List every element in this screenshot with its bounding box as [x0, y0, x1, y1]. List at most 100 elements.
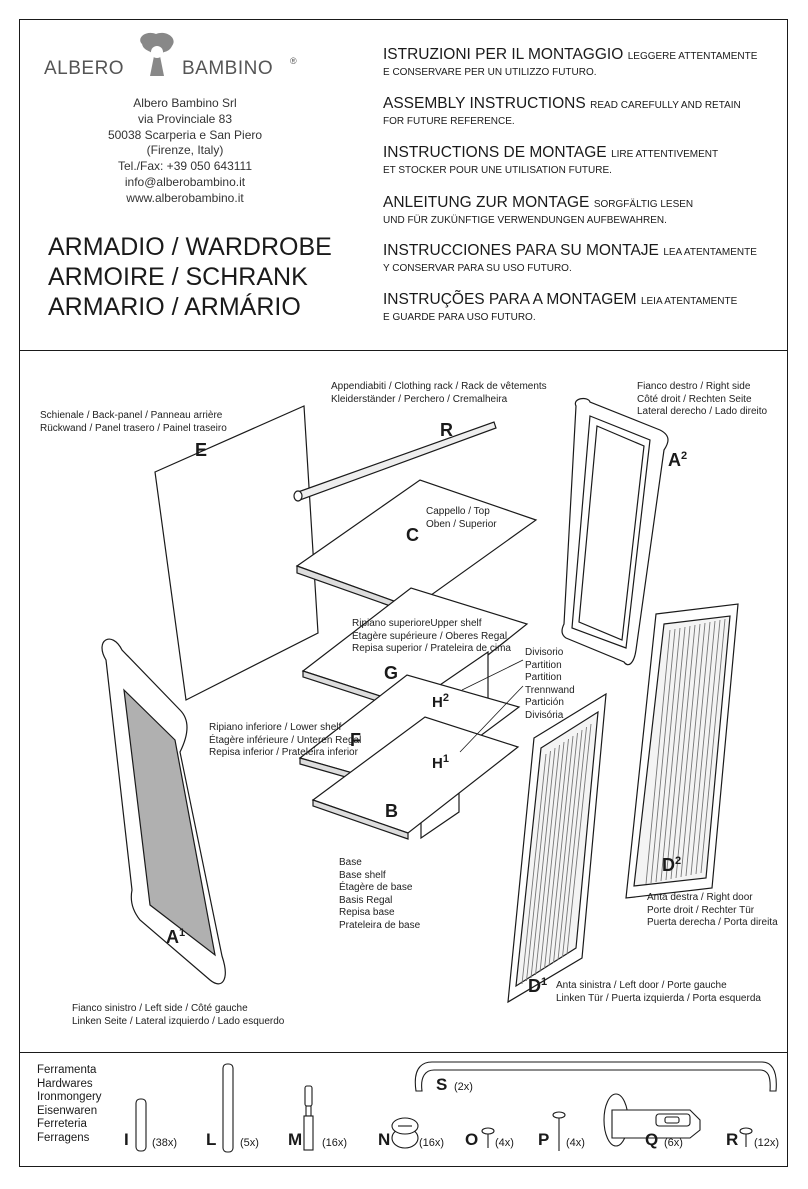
clothing-rack-label: Appendiabiti / Clothing rack / Rack de v…	[331, 381, 547, 405]
hw-letter-q: Q	[645, 1130, 659, 1149]
hw-letter-m: M	[288, 1130, 303, 1149]
part-letter-h1: H1	[432, 753, 449, 772]
left-side-label: Fianco sinistro / Left side / Côté gauch…	[72, 1003, 285, 1027]
hw-count-s: (2x)	[454, 1081, 473, 1093]
part-letter-g: G	[384, 663, 399, 683]
screw-icon	[552, 1111, 566, 1151]
instruction-de: ANLEITUNG ZUR MONTAGE sorgfältig lesenun…	[383, 194, 694, 226]
door-slat	[530, 747, 556, 979]
title-line: ARMARIO / ARMÁRIO	[48, 293, 301, 321]
part-letter-a2: A2	[668, 450, 688, 470]
logo-text-right: BAMBINO	[182, 58, 274, 79]
back-panel-label: Schienale / Back-panel / Panneau arrière…	[40, 410, 227, 434]
logo-text-left: ALBERO	[44, 58, 125, 79]
instruction-fr: INSTRUCTIONS DE MONTAGE lire attentiveme…	[383, 144, 719, 176]
partition-leader-1	[461, 659, 524, 691]
door-slat	[655, 627, 681, 883]
top-label: Cappello / Top Oben / Superior	[426, 506, 497, 530]
hw-letter-n: N	[378, 1130, 391, 1149]
hw-letter-i: I	[124, 1130, 129, 1149]
door-slat	[544, 738, 569, 970]
part-letter-r: R	[440, 420, 453, 440]
part-letter-e: E	[195, 440, 208, 460]
cam-lock-icon	[391, 1117, 419, 1149]
short-screw-icon	[739, 1127, 753, 1147]
back-panel-shape	[154, 405, 319, 701]
door-slat	[665, 625, 691, 881]
door-slat	[539, 741, 565, 973]
hw-letter-r: R	[726, 1130, 739, 1149]
page-title: ARMADIO / WARDROBE ARMOIRE / SCHRANK ARM…	[48, 232, 348, 322]
instruction-en: ASSEMBLY INSTRUCTIONS Read carefully and…	[383, 95, 741, 127]
website-link[interactable]: www.alberobambino.it	[126, 190, 244, 205]
title-line: ARMADIO / WARDROBE	[48, 233, 332, 261]
hw-count-q: (6x)	[664, 1137, 683, 1149]
lower-shelf-label: Ripiano inferiore / Lower shelf Étagère …	[209, 722, 362, 758]
door-slat	[685, 621, 711, 877]
cam-bolt-icon	[303, 1085, 314, 1151]
door-slat	[557, 729, 583, 961]
partition-leader-2	[459, 685, 524, 753]
left-door-label: Anta sinistra / Left door / Porte gauche…	[556, 980, 761, 1004]
door-slat	[695, 619, 721, 875]
hw-letter-s: S	[436, 1075, 448, 1094]
right-side-label: Fianco destro / Right side Côté droit / …	[637, 381, 768, 417]
tree-child-logo-icon	[140, 32, 174, 76]
door-slat	[680, 622, 706, 878]
part-letter-f: F	[350, 730, 361, 750]
instructions-block: ISTRUZIONI PER IL MONTAGGIO Leggere atte…	[383, 46, 778, 323]
door-slat	[553, 732, 578, 964]
long-dowel-icon	[222, 1063, 234, 1153]
hw-letter-o: O	[465, 1130, 479, 1149]
instruction-pt: INSTRUÇÕES PARA A MONTAGEM leia atentame…	[383, 291, 738, 323]
registered-mark: ®	[290, 56, 297, 66]
base-shelf-label: Base Base shelf Étagère de base Basis Re…	[339, 857, 421, 931]
right-side-panel-shape	[561, 397, 669, 666]
handle-icon	[414, 1061, 777, 1092]
door-slat	[660, 626, 686, 882]
part-letter-c: C	[406, 525, 419, 545]
upper-shelf-label: Ripiano superioreUpper shelf Étagère sup…	[352, 618, 511, 654]
partition-label: Divisorio Partition Partition Trennwand …	[525, 647, 575, 721]
page-frame	[19, 19, 788, 1167]
hw-letter-p: P	[538, 1130, 550, 1149]
door-slat	[670, 624, 696, 880]
hw-count-p: (4x)	[566, 1137, 585, 1149]
hw-count-n: (16x)	[419, 1137, 445, 1149]
header-divider	[19, 350, 788, 351]
door-slat	[675, 623, 701, 879]
door-slat	[521, 753, 547, 985]
address-line: Albero Bambino Srl	[133, 96, 237, 110]
clothing-rack-shape	[293, 421, 497, 502]
brand-logo: ALBERO BAMBINO ®	[44, 32, 297, 92]
small-screw-icon	[481, 1127, 495, 1148]
door-slat	[690, 620, 716, 876]
instruction-es: INSTRUCCIONES PARA SU MONTAJE lea atenta…	[383, 242, 757, 274]
hw-letter-l: L	[206, 1130, 217, 1149]
title-line: ARMOIRE / SCHRANK	[48, 263, 308, 291]
hw-count-l: (5x)	[240, 1137, 259, 1149]
part-letter-b: B	[385, 801, 398, 821]
door-slat	[535, 744, 560, 976]
door-slat	[650, 628, 676, 884]
hinge-icon	[603, 1093, 701, 1147]
email-link[interactable]: info@alberobambino.it	[124, 174, 246, 189]
address-line: via Provinciale 83	[137, 111, 233, 126]
part-letter-h2: H2	[432, 692, 449, 711]
door-slat	[526, 750, 551, 982]
right-door-label: Anta destra / Right door Porte droit / R…	[647, 892, 778, 928]
door-slat	[700, 618, 726, 874]
left-side-panel-shape	[101, 638, 226, 985]
address-line: Tel./Fax: +39 050 643111	[118, 159, 252, 174]
part-letter-d1: D1	[528, 976, 548, 996]
hardware-label: Ferramenta Hardwares Ironmongery Eisenwa…	[37, 1064, 102, 1144]
part-letter-a1: A1	[166, 927, 186, 947]
hw-count-m: (16x)	[322, 1137, 348, 1149]
dowel-icon	[135, 1098, 147, 1152]
hw-count-o: (4x)	[495, 1137, 514, 1149]
door-slat	[548, 735, 574, 967]
door-slat	[562, 726, 587, 958]
part-letter-d2: D2	[662, 855, 682, 875]
